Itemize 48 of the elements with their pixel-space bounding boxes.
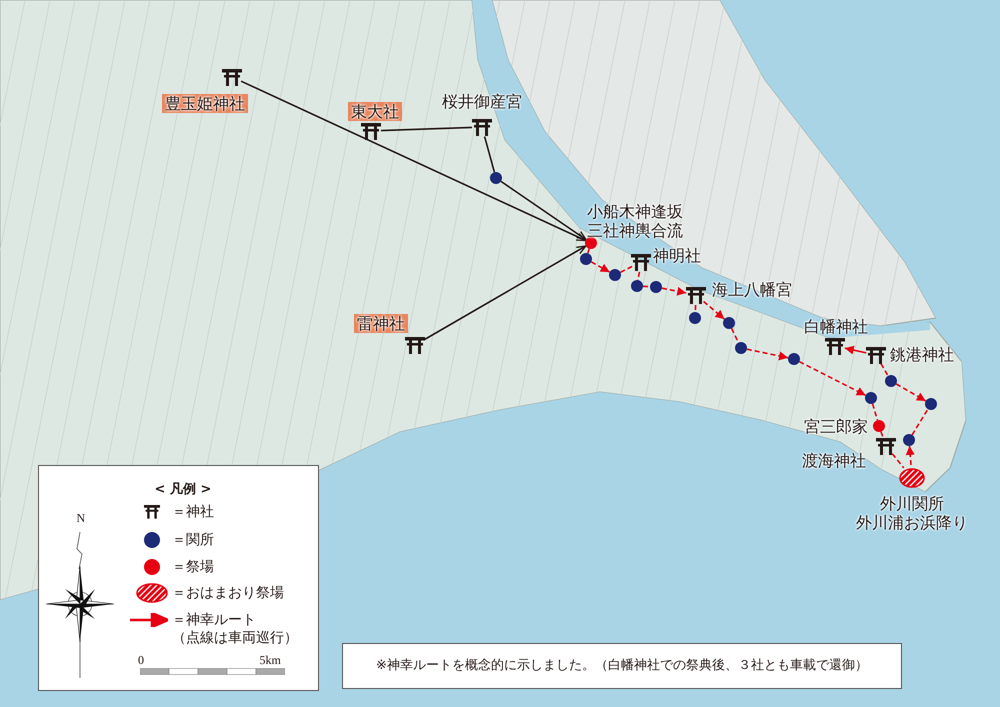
legend-title: < 凡例 >	[154, 482, 212, 498]
place-label: 三社神輿合流	[587, 220, 683, 240]
place-label: 外川関所	[880, 494, 944, 512]
connector-line	[484, 136, 496, 172]
place-label: 外川浦お浜降り	[856, 512, 968, 532]
legend-label: ＝神幸ルート（点線は車両巡行）	[172, 611, 299, 647]
place-label: 小船木神逢坂	[587, 202, 683, 220]
connector-line	[642, 286, 650, 288]
arrow	[423, 245, 586, 341]
north-label: N	[76, 510, 86, 526]
arrow	[240, 80, 586, 242]
connector-line	[892, 453, 904, 468]
arrow	[746, 348, 788, 360]
place-label: 雷神社	[354, 314, 408, 332]
place-label: 豊玉姫神社	[162, 94, 248, 112]
connector-line	[872, 404, 878, 420]
place-label: 東大社	[348, 102, 402, 120]
arrow	[799, 360, 866, 396]
scale-label: 5km	[260, 652, 281, 668]
legend-label: ＝祭場	[172, 558, 214, 576]
connector-line	[694, 304, 696, 312]
arrow	[906, 446, 915, 466]
scale-label: 0	[138, 652, 144, 668]
connector-line	[880, 363, 889, 376]
arrow	[896, 383, 926, 402]
connector-line	[637, 272, 640, 280]
note-box: ※神幸ルートを概念的に示しました。（白幡神社での祭典後、３社とも車載で還御）	[342, 643, 902, 689]
arrow	[844, 346, 866, 354]
legend-label: ＝神社	[172, 503, 214, 521]
connector-line	[380, 126, 472, 132]
arrow	[500, 180, 587, 240]
place-label: 桜井御産宮	[442, 92, 522, 110]
connector-line	[911, 408, 929, 436]
arrow	[662, 286, 686, 296]
legend-label: ＝おはまおり祭場	[172, 584, 284, 602]
connector-line	[620, 266, 632, 274]
place-label: 海上八幡宮	[712, 280, 792, 298]
place-label: 神明社	[653, 246, 701, 264]
place-label: 銚港神社	[890, 344, 954, 364]
place-label: 白幡神社	[804, 316, 868, 336]
place-label: 宮三郎家	[804, 416, 868, 436]
legend-label: ＝関所	[172, 531, 214, 549]
connector-line	[587, 248, 590, 254]
connector-line	[880, 431, 884, 437]
arrow	[590, 261, 610, 273]
arrow	[703, 300, 725, 320]
place-label: 渡海神社	[802, 450, 866, 470]
connector-line	[730, 328, 740, 343]
